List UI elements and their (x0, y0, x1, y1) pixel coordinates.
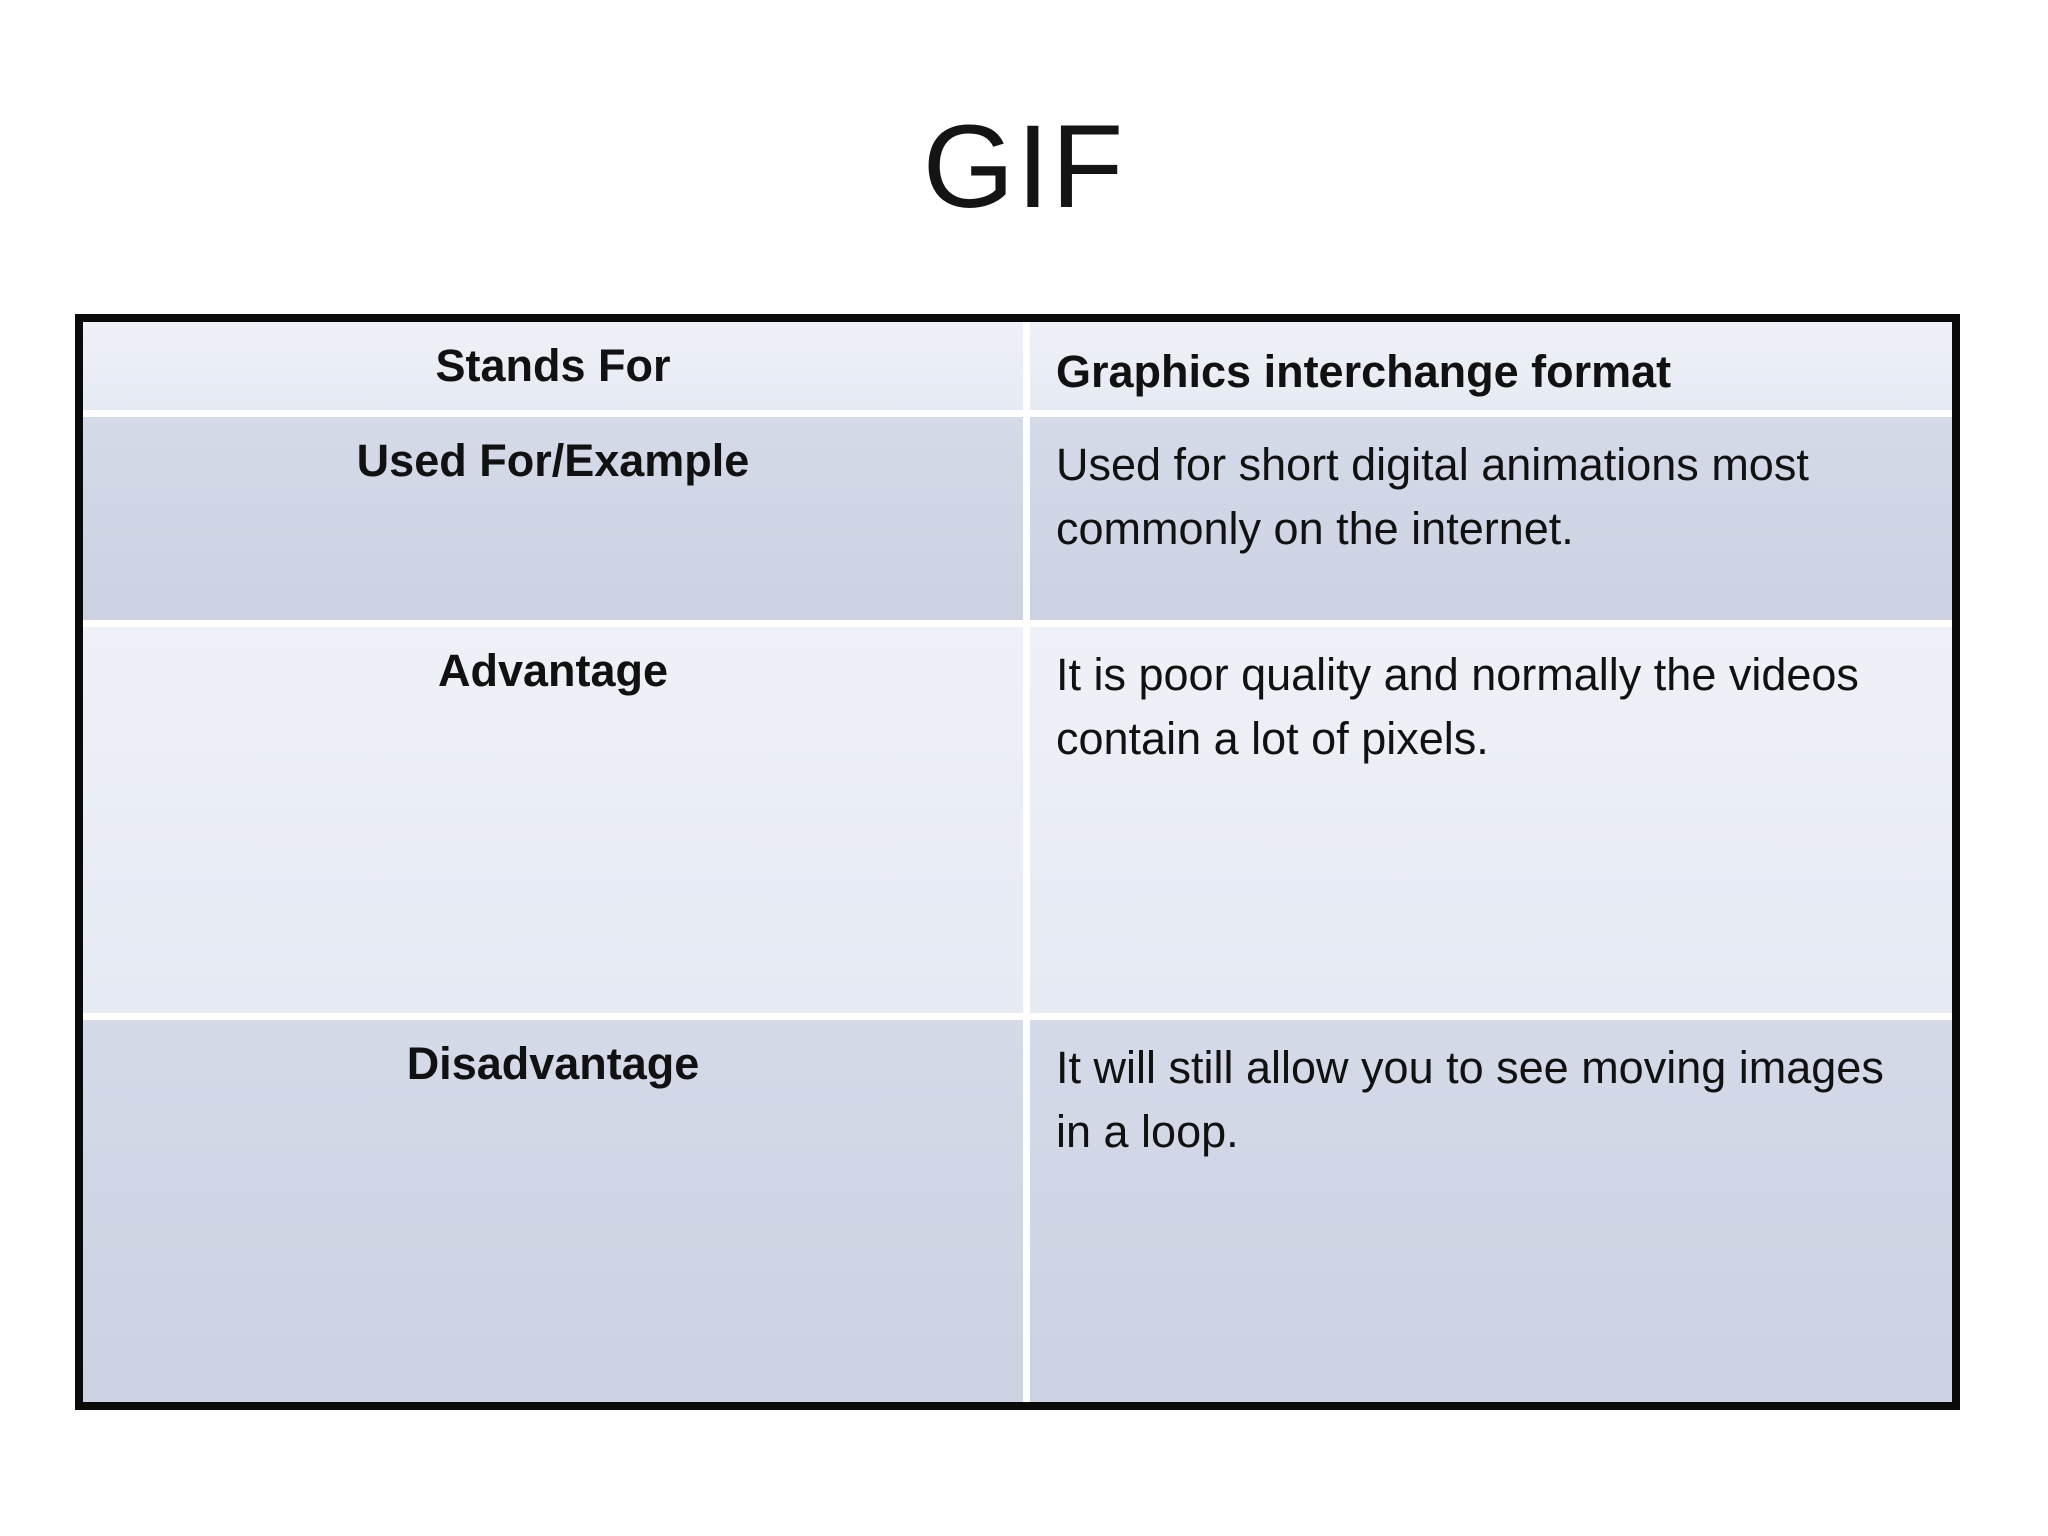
row-stands-for-label: Stands For (83, 322, 1023, 410)
row-stands-for-value: Graphics interchange format (1030, 322, 1952, 410)
row-disadvantage-value: It will still allow you to see moving im… (1030, 1020, 1952, 1402)
slide-title: GIF (922, 101, 1126, 233)
format-table: Stands For Graphics interchange format U… (75, 314, 1960, 1410)
row-disadvantage-label: Disadvantage (83, 1020, 1023, 1402)
row-advantage-label: Advantage (83, 627, 1023, 1013)
row-used-for-label: Used For/Example (83, 417, 1023, 620)
row-advantage-value: It is poor quality and normally the vide… (1030, 627, 1952, 1013)
row-used-for-value: Used for short digital animations most c… (1030, 417, 1952, 620)
